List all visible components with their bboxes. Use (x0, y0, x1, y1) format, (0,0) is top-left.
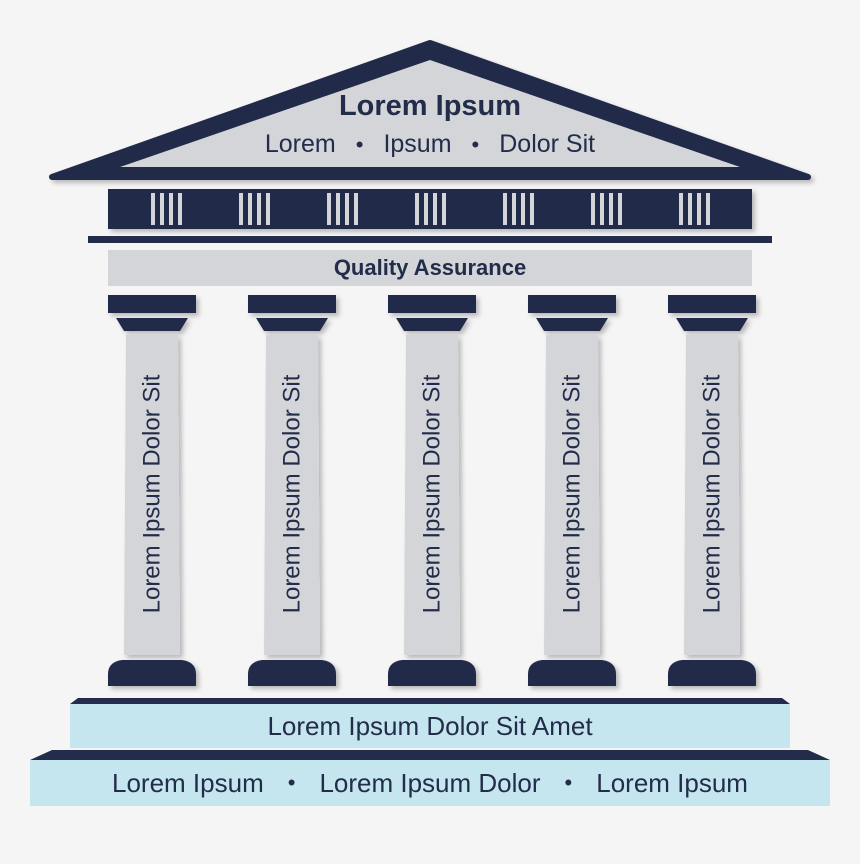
column-shaft (264, 335, 320, 655)
triglyph-stripe (618, 193, 622, 225)
column-base (668, 660, 756, 686)
triglyph-stripe (433, 193, 437, 225)
upper-step (70, 704, 790, 748)
column-label-text: Lorem Ipsum Dolor Sit (138, 374, 165, 614)
upper-step-top (70, 698, 790, 704)
upper-step-label: Lorem Ipsum Dolor Sit Amet (267, 711, 593, 741)
bullet-separator: • (355, 131, 364, 157)
triglyph-stripe (424, 193, 428, 225)
column-4 (528, 295, 616, 686)
triglyph-stripe (178, 193, 182, 225)
quality-beam (108, 250, 752, 286)
column-shaft (124, 335, 180, 655)
column-label-text: Lorem Ipsum Dolor Sit (698, 374, 725, 614)
roof-subtitle-item: Dolor Sit (499, 130, 596, 158)
column-base (528, 660, 616, 686)
triglyph-stripe (706, 193, 710, 225)
roof-subtitle: Lorem • Ipsum • Dolor Sit (200, 130, 660, 159)
column-capital (108, 295, 196, 313)
column-capital (388, 295, 476, 313)
bullet-separator: • (471, 131, 480, 157)
lower-step (30, 760, 830, 806)
triglyph-stripe (591, 193, 595, 225)
triglyph-stripe (600, 193, 604, 225)
lower-step-item: Lorem Ipsum (112, 767, 264, 798)
column-capital (528, 295, 616, 313)
triglyph-stripe (354, 193, 358, 225)
triglyph-stripe (257, 193, 261, 225)
triglyph-stripe (442, 193, 446, 225)
column-shaft (544, 335, 600, 655)
column-5 (668, 295, 756, 686)
triglyph-stripe (239, 193, 243, 225)
bullet-separator: • (287, 770, 296, 795)
triglyph-stripe (345, 193, 349, 225)
column-echinus (676, 318, 748, 331)
column-capital (248, 295, 336, 313)
triglyph-stripe (688, 193, 692, 225)
column-capital (668, 295, 756, 313)
roof-title: Lorem Ipsum (338, 90, 522, 122)
triglyph-stripe (336, 193, 340, 225)
column-label-text: Lorem Ipsum Dolor Sit (278, 374, 305, 614)
triglyph-stripe (697, 193, 701, 225)
columns-layer (108, 295, 756, 686)
triglyph-stripe (248, 193, 252, 225)
column-shaft (684, 335, 740, 655)
triglyph-stripe (415, 193, 419, 225)
frieze (108, 189, 752, 229)
column-echinus (536, 318, 608, 331)
column-echinus (396, 318, 468, 331)
lower-step-item: Lorem Ipsum Dolor (319, 767, 541, 798)
triglyph-stripe (169, 193, 173, 225)
column-2 (248, 295, 336, 686)
column-3 (388, 295, 476, 686)
triglyph-stripe (609, 193, 613, 225)
column-5-label: Lorem Ipsum Dolor Sit (684, 337, 740, 651)
lower-step-item: Lorem Ipsum (596, 767, 748, 798)
architrave-line (88, 236, 772, 243)
column-shaft (404, 335, 460, 655)
frieze-triglyphs (151, 193, 710, 225)
triglyph-stripe (530, 193, 534, 225)
column-label-text: Lorem Ipsum Dolor Sit (418, 374, 445, 614)
column-1 (108, 295, 196, 686)
triglyph-stripe (266, 193, 270, 225)
triglyph-stripe (151, 193, 155, 225)
column-4-label: Lorem Ipsum Dolor Sit (544, 337, 600, 651)
lower-step-label: Lorem Ipsum • Lorem Ipsum Dolor • Lorem … (30, 760, 830, 806)
column-3-label: Lorem Ipsum Dolor Sit (404, 337, 460, 651)
triglyph-stripe (679, 193, 683, 225)
roof-subtitle-item: Ipsum (383, 130, 452, 158)
triglyph-stripe (503, 193, 507, 225)
column-base (248, 660, 336, 686)
column-base (388, 660, 476, 686)
bullet-separator: • (564, 770, 573, 795)
column-label-text: Lorem Ipsum Dolor Sit (558, 374, 585, 614)
triglyph-stripe (521, 193, 525, 225)
column-base (108, 660, 196, 686)
roof-inner-panel (120, 60, 740, 167)
column-1-label: Lorem Ipsum Dolor Sit (124, 337, 180, 651)
triglyph-stripe (512, 193, 516, 225)
column-echinus (116, 318, 188, 331)
lower-step-top (30, 750, 830, 760)
column-2-label: Lorem Ipsum Dolor Sit (264, 337, 320, 651)
roof-subtitle-item: Lorem (264, 130, 336, 158)
triglyph-stripe (327, 193, 331, 225)
quality-assurance-label: Quality Assurance (333, 255, 527, 280)
triglyph-stripe (160, 193, 164, 225)
column-echinus (256, 318, 328, 331)
